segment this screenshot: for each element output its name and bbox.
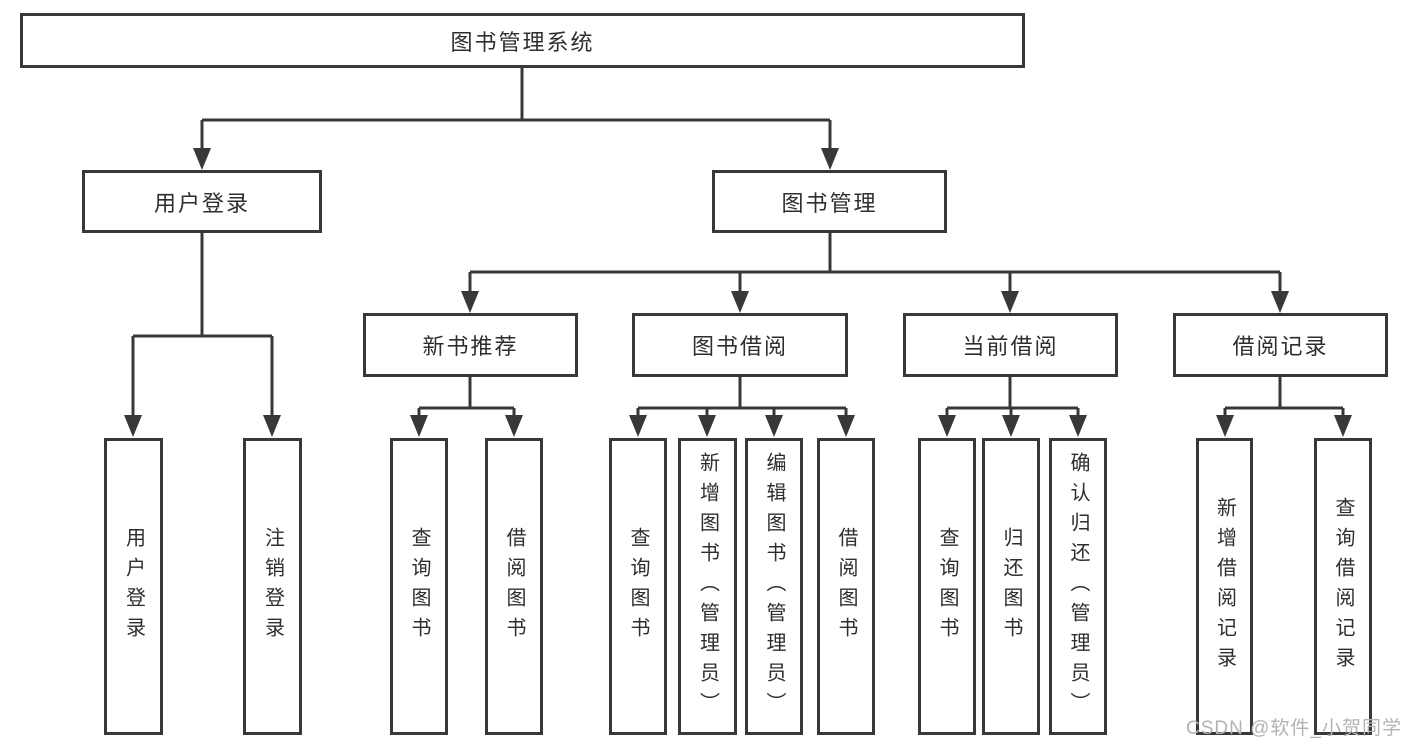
node-book-management: 图书管理 <box>712 170 947 233</box>
node-label: 图书管理 <box>781 190 878 216</box>
leaf-label: 查询借阅记录 <box>1332 496 1354 677</box>
leaf-borrow-books: 借阅图书 <box>817 438 875 735</box>
leaf-label: 注销登录 <box>261 526 284 647</box>
leaf-borrow-books-recommend: 借阅图书 <box>485 438 543 735</box>
leaf-query-books-borrow: 查询图书 <box>609 438 667 735</box>
node-label: 用户登录 <box>153 190 250 216</box>
leaf-label: 编辑图书（管理员） <box>763 451 785 722</box>
leaf-user-login: 用户登录 <box>104 438 163 735</box>
leaf-label: 查询图书 <box>408 526 430 647</box>
leaf-add-borrow-record: 新增借阅记录 <box>1196 438 1253 735</box>
node-label: 图书借阅 <box>691 334 788 359</box>
node-label: 图书管理系统 <box>450 29 595 55</box>
leaf-edit-book-admin: 编辑图书（管理员） <box>745 438 803 735</box>
leaf-label: 查询图书 <box>936 526 958 647</box>
node-label: 当前借阅 <box>962 334 1059 359</box>
leaf-label: 新增图书（管理员） <box>696 451 719 722</box>
leaf-query-borrow-record: 查询借阅记录 <box>1314 438 1372 735</box>
leaf-label: 确认归还（管理员） <box>1067 451 1089 722</box>
leaf-query-books-recommend: 查询图书 <box>390 438 448 735</box>
leaf-label: 归还图书 <box>1000 526 1022 647</box>
leaf-query-books-current: 查询图书 <box>918 438 976 735</box>
connector-stems <box>131 66 1345 418</box>
csdn-watermark: CSDN @软件_小贺同学 <box>1186 718 1402 739</box>
leaf-label: 新增借阅记录 <box>1213 496 1236 677</box>
leaf-add-book-admin: 新增图书（管理员） <box>678 438 737 735</box>
leaf-label: 用户登录 <box>122 526 145 647</box>
node-borrowing-records: 借阅记录 <box>1173 313 1388 377</box>
node-book-borrowing: 图书借阅 <box>632 313 848 377</box>
node-new-book-recommendation: 新书推荐 <box>363 313 578 377</box>
leaf-return-book: 归还图书 <box>982 438 1040 735</box>
node-library-management-system: 图书管理系统 <box>20 13 1025 68</box>
leaf-label: 查询图书 <box>627 526 649 647</box>
node-label: 借阅记录 <box>1232 334 1329 359</box>
arrowhead-icons <box>124 148 1352 437</box>
node-user-login: 用户登录 <box>82 170 322 233</box>
node-current-borrowing: 当前借阅 <box>903 313 1118 377</box>
node-label: 新书推荐 <box>422 334 519 359</box>
leaf-label: 借阅图书 <box>503 526 525 647</box>
leaf-logout: 注销登录 <box>243 438 302 735</box>
leaf-label: 借阅图书 <box>835 526 857 647</box>
leaf-confirm-return-admin: 确认归还（管理员） <box>1049 438 1107 735</box>
